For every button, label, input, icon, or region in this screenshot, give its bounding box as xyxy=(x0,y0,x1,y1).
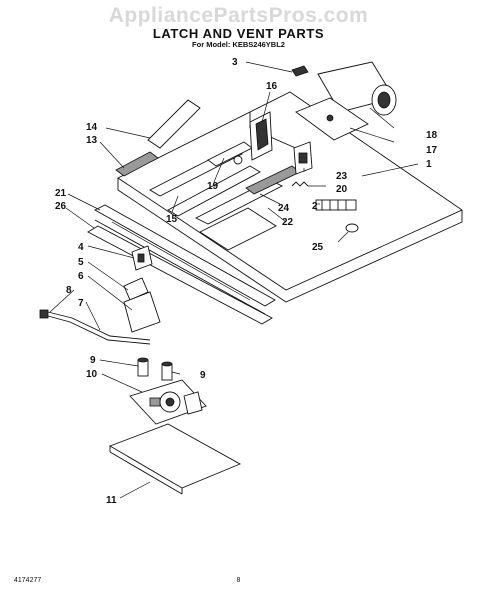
callout-3: 3 xyxy=(232,57,238,68)
callout-21: 21 xyxy=(55,188,67,199)
latch-switch-part[interactable] xyxy=(131,245,153,271)
callout-leaders xyxy=(49,61,419,499)
top-panel-part[interactable] xyxy=(117,91,463,303)
callout-9-right: 9 xyxy=(200,370,206,381)
plug-part[interactable] xyxy=(345,223,359,233)
callout-19: 19 xyxy=(207,181,219,192)
callout-18: 18 xyxy=(426,130,438,141)
callout-15: 15 xyxy=(166,214,178,225)
callout-9-left: 9 xyxy=(90,355,96,366)
latch-bracket-part[interactable] xyxy=(123,277,161,333)
watermark: AppliancePartsPros.com xyxy=(108,4,369,27)
page-number: 8 xyxy=(236,577,241,584)
callout-6: 6 xyxy=(78,271,84,282)
callout-1: 1 xyxy=(426,159,432,170)
callout-2: 2 xyxy=(312,201,318,212)
latch-assembly-part[interactable] xyxy=(129,379,207,425)
callout-14: 14 xyxy=(86,122,98,133)
latch-rod-part[interactable] xyxy=(39,309,151,345)
vent-bracket-part[interactable] xyxy=(249,111,273,161)
vent-channel-parts[interactable] xyxy=(115,99,301,225)
callout-10: 10 xyxy=(86,369,98,380)
page-title: LATCH AND VENT PARTS xyxy=(152,26,325,41)
model-subtitle: For Model: KEBS246YBL2 xyxy=(192,40,285,49)
callout-22: 22 xyxy=(282,217,294,228)
callout-23: 23 xyxy=(336,171,348,182)
callout-13: 13 xyxy=(86,135,98,146)
spacer-part[interactable] xyxy=(137,357,173,381)
clip-part[interactable] xyxy=(291,65,309,77)
callout-25: 25 xyxy=(312,242,324,253)
front-trim-rail-part[interactable] xyxy=(87,204,276,325)
callout-24: 24 xyxy=(278,203,290,214)
callout-17: 17 xyxy=(426,145,438,156)
callout-26: 26 xyxy=(55,201,67,212)
callout-4: 4 xyxy=(78,242,84,253)
spring-part[interactable] xyxy=(291,181,309,187)
callout-20: 20 xyxy=(336,184,348,195)
mounting-plate-part[interactable] xyxy=(108,423,242,495)
callout-5: 5 xyxy=(78,257,84,268)
document-number: 4174277 xyxy=(14,577,42,584)
grommet-part[interactable] xyxy=(293,141,313,175)
callout-8: 8 xyxy=(66,285,72,296)
callout-7: 7 xyxy=(78,298,84,309)
blower-motor-part[interactable] xyxy=(295,61,397,141)
callout-16: 16 xyxy=(266,81,278,92)
callout-11: 11 xyxy=(106,495,117,506)
terminal-block-part[interactable] xyxy=(315,199,357,211)
